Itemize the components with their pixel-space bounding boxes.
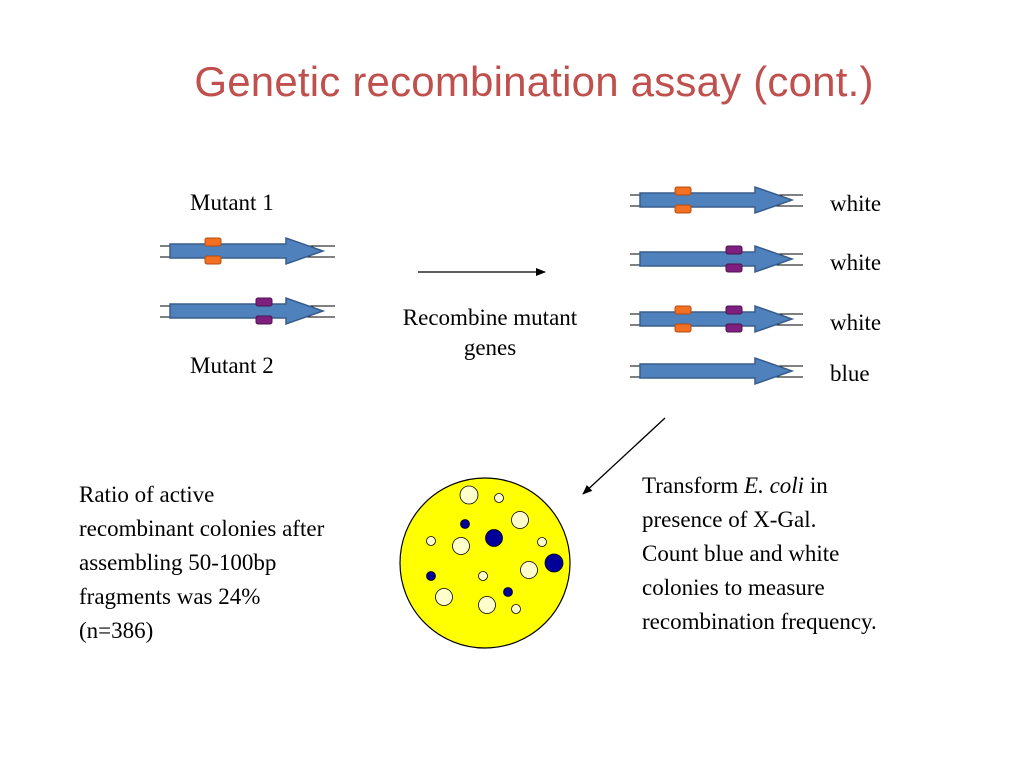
gene-arrow-icon — [639, 185, 795, 215]
ratio-line-2: recombinant colonies after — [79, 516, 325, 541]
blue-colony — [485, 529, 503, 547]
product-1-label: white — [830, 191, 882, 216]
mutation-orange-icon — [674, 305, 692, 315]
blue-colony — [426, 571, 436, 581]
product-gene-3 — [630, 304, 803, 334]
white-colony — [459, 485, 479, 505]
mutation-orange-icon — [204, 237, 222, 247]
mutation-purple-icon — [255, 315, 273, 325]
ratio-line-3: assembling 50-100bp — [79, 550, 277, 575]
mutation-purple-icon — [725, 245, 743, 255]
gene-arrow-icon — [169, 296, 326, 326]
transform-suffix: in — [804, 473, 828, 498]
gene-arrow-icon — [169, 236, 326, 266]
product-4-label: blue — [830, 361, 870, 386]
white-colony — [511, 604, 521, 614]
recombine-line-1: Recombine mutant — [402, 305, 578, 330]
mutation-purple-icon — [725, 263, 743, 273]
blue-colony — [460, 519, 470, 529]
ratio-paragraph: Ratio of active recombinant colonies aft… — [79, 478, 324, 648]
transform-arrow-icon — [582, 417, 666, 495]
white-colony — [478, 571, 488, 581]
transform-line-2: presence of X-Gal. — [642, 507, 817, 532]
product-gene-1 — [630, 185, 803, 215]
mutation-purple-icon — [255, 297, 273, 307]
transform-paragraph: Transform E. coli in presence of X-Gal. … — [642, 469, 877, 639]
ratio-line-1: Ratio of active — [79, 482, 215, 507]
gene-arrow-icon — [639, 356, 795, 386]
mutation-purple-icon — [725, 323, 743, 333]
transform-line-1: Transform E. coli in — [642, 469, 877, 503]
white-colony — [511, 511, 529, 529]
white-colony — [520, 561, 538, 579]
product-gene-2 — [630, 244, 803, 274]
organism-name: E. coli — [744, 473, 805, 498]
gene-arrow-icon — [639, 244, 795, 274]
blue-colony — [503, 587, 513, 597]
ratio-line-5: (n=386) — [79, 618, 154, 643]
mutation-orange-icon — [204, 255, 222, 265]
mutation-orange-icon — [674, 186, 692, 196]
white-colony — [435, 588, 453, 606]
white-colony — [494, 493, 504, 503]
mutant1-label: Mutant 1 — [190, 190, 274, 215]
gene-arrow-icon — [639, 304, 795, 334]
ratio-line-4: fragments was 24% — [79, 584, 261, 609]
mutation-orange-icon — [674, 204, 692, 214]
transform-prefix: Transform — [642, 473, 745, 498]
white-colony — [452, 537, 470, 555]
transform-line-4: colonies to measure — [642, 575, 825, 600]
transform-line-5: recombination frequency. — [642, 609, 877, 634]
mutation-purple-icon — [725, 305, 743, 315]
product-3-label: white — [830, 310, 882, 335]
product-gene-4 — [630, 356, 803, 386]
agar-plate — [399, 477, 571, 649]
mutation-orange-icon — [674, 323, 692, 333]
plate-icon — [399, 477, 571, 649]
mutant1-gene — [160, 236, 335, 266]
mutant2-label: Mutant 2 — [190, 353, 274, 378]
recombine-label: Recombine mutant genes — [380, 303, 600, 363]
white-colony — [478, 596, 496, 614]
blue-colony — [544, 553, 564, 573]
white-colony — [426, 536, 436, 546]
product-2-label: white — [830, 250, 882, 275]
mutant2-gene — [160, 296, 335, 326]
white-colony — [537, 537, 547, 547]
page-title: Genetic recombination assay (cont.) — [194, 58, 874, 105]
transform-line-3: Count blue and white — [642, 541, 840, 566]
recombine-line-2: genes — [463, 335, 517, 360]
